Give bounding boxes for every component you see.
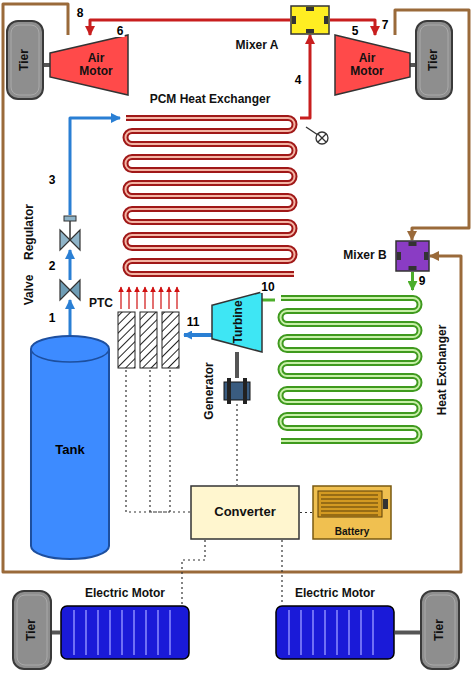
callout-number: 11: [186, 316, 201, 328]
node-label: Generator: [203, 362, 216, 419]
heat-arrows: [121, 287, 177, 309]
callout-number: 7: [381, 19, 390, 31]
heat-exchanger: Heat Exchanger: [275, 290, 425, 450]
mixer-box: Mixer B: [395, 240, 430, 272]
callout-number: 5: [351, 25, 360, 37]
ptc-heater-shape: [115, 310, 180, 370]
gauge-symbol: [306, 127, 328, 144]
air-motor: Air Motor: [335, 35, 410, 95]
pressure-regulator: Regulator: [60, 215, 80, 250]
electric-motor-shape: [275, 605, 395, 660]
electric-motor: Electric Motor: [275, 605, 395, 660]
node-label: Heat Exchanger: [436, 325, 449, 416]
generator-shape: [224, 378, 250, 404]
callout-number: 3: [48, 174, 57, 186]
electric-motor: Electric Motor: [60, 605, 190, 660]
flow-line: [236, 404, 237, 485]
flow-line: [69, 250, 72, 280]
node-label: Tank: [55, 443, 84, 457]
mixer-box: Mixer A: [290, 5, 330, 35]
node-label: Electric Motor: [85, 587, 165, 600]
wheel-tire: Tier: [6, 20, 44, 100]
mixer-box-shape: [395, 240, 430, 272]
callout-number: 10: [260, 281, 275, 293]
flow-line: [411, 272, 414, 290]
pressure-regulator-shape: [60, 215, 80, 250]
flow-line: [44, 63, 50, 67]
electric-motor-shape: [60, 605, 190, 660]
node-label: Converter: [214, 505, 275, 519]
air-motor: Air Motor: [50, 35, 128, 95]
flow-line: [395, 631, 420, 635]
node-label: Air Motor: [71, 52, 121, 78]
ptc-heater: PTC: [115, 310, 180, 370]
node-label: Battery: [335, 526, 369, 537]
flow-line: [300, 512, 312, 513]
node-label: Tier: [25, 619, 38, 641]
flow-line: [281, 540, 282, 605]
node-label: PCM Heat Exchanger: [150, 93, 271, 106]
flow-line: [235, 352, 239, 378]
node-label: Mixer B: [343, 249, 386, 262]
heat-exchanger-shape: [275, 290, 425, 450]
flow-line: [70, 118, 120, 215]
callout-number: 8: [76, 7, 85, 19]
flow-line: [3, 4, 461, 572]
node-label: Air Motor: [342, 52, 392, 78]
generator: Generator: [224, 378, 250, 404]
flow-line: [150, 370, 190, 512]
exhaust-arrow: [184, 333, 212, 337]
flow-line: [52, 631, 60, 635]
ptc-wires: [126, 370, 170, 512]
callout-number: 2: [48, 260, 57, 272]
pcm-heat-exchanger: PCM Heat Exchanger: [120, 110, 300, 282]
wheel-tire: Tier: [420, 590, 460, 670]
node-label: Tier: [427, 49, 440, 71]
node-label: Tier: [18, 49, 31, 71]
battery: Battery: [312, 485, 392, 540]
valve-symbol-shape: [60, 280, 80, 300]
callout-number: 1: [48, 312, 57, 324]
flow-line: [262, 299, 275, 302]
valve-symbol: Valve: [60, 280, 80, 300]
flow-line: [182, 540, 205, 605]
node-label: Turbine: [232, 300, 245, 343]
flow-line: [69, 300, 72, 335]
node-label: Electric Motor: [295, 587, 375, 600]
node-label: Valve: [23, 275, 36, 306]
mixer-box-shape: [290, 5, 330, 35]
converter-box: Converter: [190, 485, 300, 540]
callout-number: 6: [116, 25, 125, 37]
node-label: Mixer A: [236, 39, 279, 52]
callout-number: 9: [418, 275, 427, 287]
flow-line: [395, 10, 469, 240]
callout-number: 4: [294, 74, 303, 86]
node-label: Tier: [433, 619, 446, 641]
node-label: Regulator: [23, 204, 36, 260]
wheel-tire: Tier: [415, 20, 453, 100]
node-label: PTC: [89, 297, 113, 310]
turbine: Turbine: [212, 292, 262, 352]
air-tank: Tank: [30, 335, 110, 560]
wheel-tire: Tier: [12, 590, 52, 670]
pcm-heat-exchanger-shape: [120, 110, 300, 282]
